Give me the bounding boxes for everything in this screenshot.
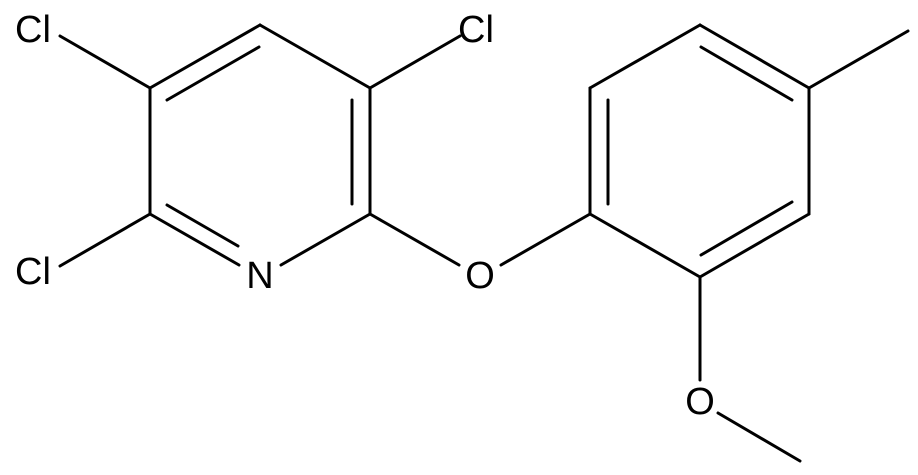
chlorine-label-top-left: Cl: [15, 9, 51, 51]
bond-n-c2: [148, 212, 241, 267]
substituent-groups: [698, 29, 910, 463]
bond-c4-c5: [698, 23, 811, 90]
pyridine-ring: [148, 23, 372, 267]
methoxy-oxygen-label: O: [685, 381, 715, 423]
chlorine-label-bottom-left: Cl: [15, 251, 51, 293]
bond-c6-o: [368, 212, 461, 267]
benzene-ring: [588, 23, 811, 279]
bond-c4-c5: [258, 23, 372, 90]
ether-oxygen-label: O: [465, 255, 495, 297]
bond-omethoxy-ch3: [716, 411, 802, 463]
bond-c2-cl: [58, 212, 152, 268]
bond-c4-c5-double: [699, 45, 794, 102]
bond-c3-c4: [148, 23, 262, 90]
bond-c6-n: [279, 212, 372, 267]
bond-c5-c6: [588, 23, 702, 90]
bond-c1-c2: [588, 212, 702, 279]
bond-o-c1prime: [499, 212, 592, 267]
nitrogen-label: N: [246, 255, 273, 297]
bond-c2-c3: [698, 212, 811, 279]
chlorine-label-top-right: Cl: [458, 9, 494, 51]
ether-bridge: [368, 212, 592, 267]
bond-c3-c4-double: [165, 45, 261, 102]
chlorine-bonds: [58, 34, 462, 268]
bond-methyl: [807, 29, 910, 90]
atom-labels: Cl Cl Cl N O O: [15, 9, 715, 423]
bond-c3-cl: [58, 34, 152, 90]
bond-n-c2-double: [165, 203, 240, 248]
bond-c2-c3-double: [699, 200, 794, 257]
bond-c5-cl: [368, 34, 462, 90]
